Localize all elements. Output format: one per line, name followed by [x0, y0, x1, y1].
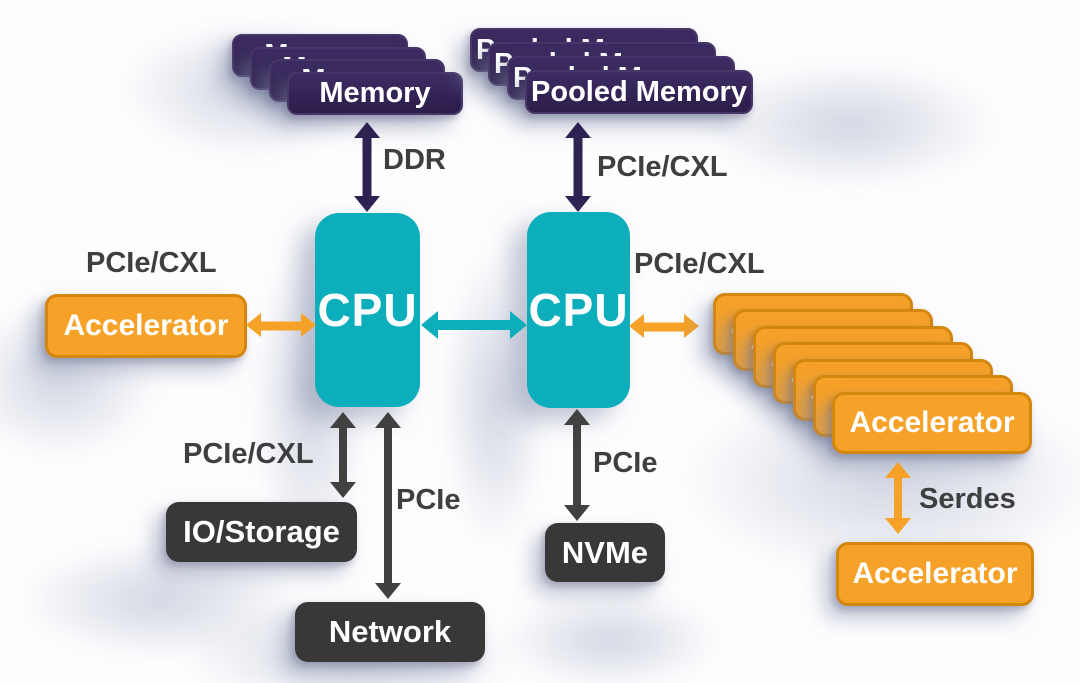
pcie-cxl-left-link-label: PCIe/CXL — [86, 247, 217, 279]
cpu-interconnect-arrow-icon — [421, 311, 527, 339]
nvme-arrow-icon — [564, 409, 590, 521]
accelerator-stack-box: Accelerator — [832, 392, 1032, 454]
network-arrow-icon — [375, 412, 401, 599]
accelerator-left-box: Accelerator — [45, 294, 247, 358]
io-storage-link-label: PCIe/CXL — [183, 438, 314, 470]
accelerator-bottom-box: Accelerator — [836, 542, 1034, 606]
pooled-memory-box: Pooled Memory — [525, 70, 753, 114]
cpu-right-box: CPU — [527, 212, 630, 408]
serdes-link-label: Serdes — [919, 483, 1016, 515]
nvme-link-label: PCIe — [593, 447, 658, 479]
pcie-cxl-right-link-label: PCIe/CXL — [634, 248, 765, 280]
network-box: Network — [295, 602, 485, 662]
pcie-cxl-memory-link-label: PCIe/CXL — [597, 151, 728, 183]
serdes-arrow-icon — [885, 462, 911, 534]
io-storage-arrow-icon — [330, 412, 356, 498]
pcie-cxl-memory-arrow-icon — [565, 122, 591, 212]
ddr-link-label: DDR — [383, 144, 446, 176]
memory-box: Memory — [287, 72, 463, 115]
cpu-left-box: CPU — [315, 213, 420, 407]
nvme-box: NVMe — [545, 523, 665, 582]
accelerator-right-arrow-icon — [629, 314, 699, 340]
accelerator-left-arrow-icon — [246, 313, 316, 339]
shadow-blob — [500, 590, 720, 683]
network-link-label: PCIe — [396, 484, 461, 516]
io-storage-box: IO/Storage — [166, 502, 357, 562]
ddr-arrow-icon — [354, 122, 380, 212]
